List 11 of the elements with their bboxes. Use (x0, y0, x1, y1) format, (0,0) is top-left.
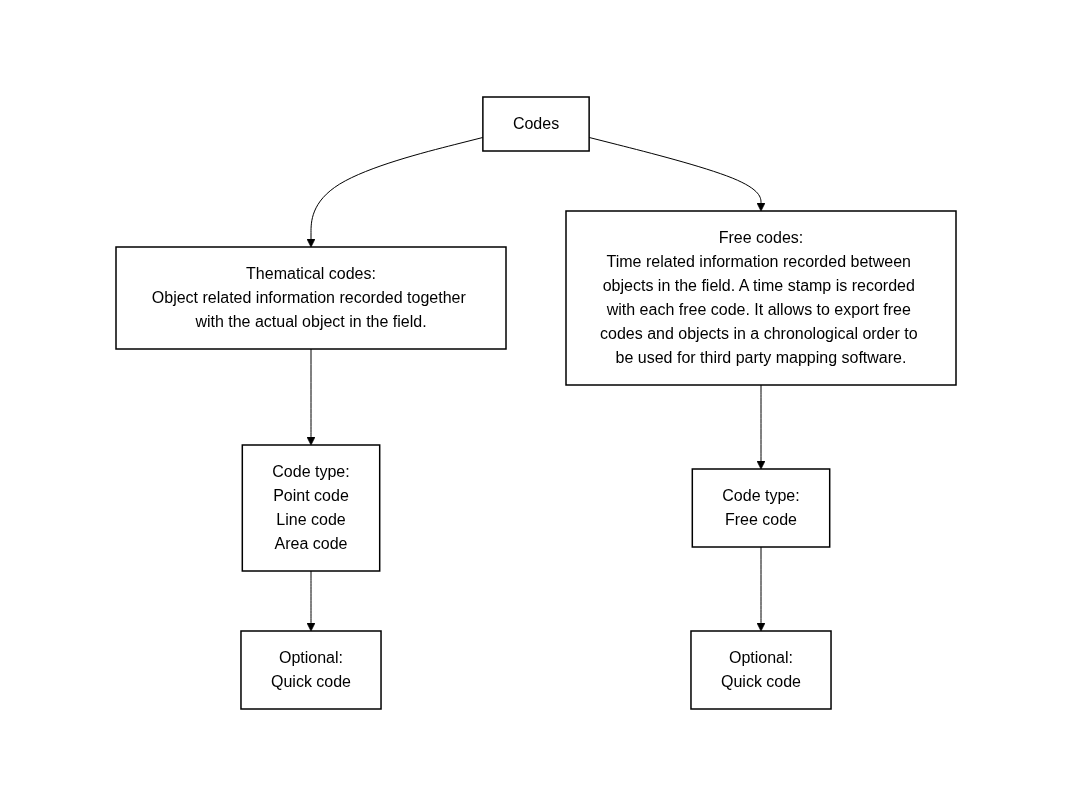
arrow (306, 570, 316, 632)
node-box: Free codes: Time related information recorded between objects in the field. A time stamp is recorded with each free code. It allows to export free codes and objects in a chronological order to be used for third party mapping software. (565, 210, 957, 386)
node-box: Code type: Point code Line code Area code (241, 444, 381, 572)
node-box: Code type: Free code (691, 468, 831, 548)
arrow (756, 384, 766, 470)
node-box: Thematical codes: Object related information recorded together with the actual object in the field. (115, 246, 507, 350)
node-box: Optional: Quick code (240, 630, 382, 710)
node-box: Optional: Quick code (690, 630, 832, 710)
arrow (306, 348, 316, 446)
arrow (756, 546, 766, 632)
node-box: Codes (482, 96, 590, 152)
